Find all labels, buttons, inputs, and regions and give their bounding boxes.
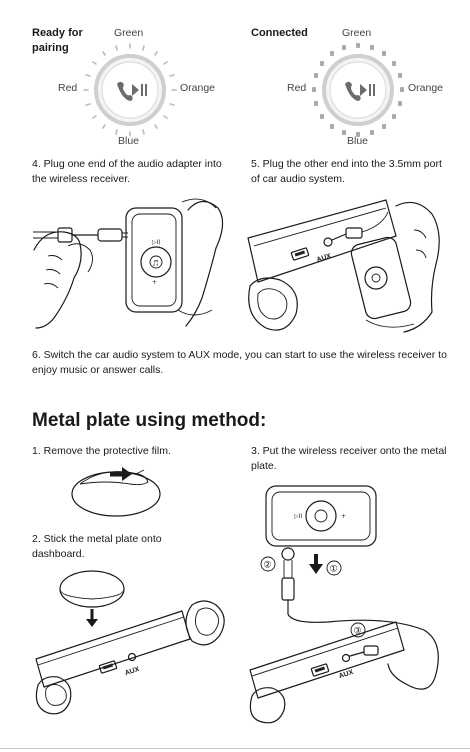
svg-text:▷II: ▷II — [294, 513, 302, 520]
led-label-orange-2: Orange — [408, 82, 443, 94]
receiver-onto-plate-illustration: ▷II + ② ① AUX ③ — [246, 482, 446, 712]
stick-plate-on-dashboard-illustration: AUX — [32, 565, 232, 715]
arrow-down-icon — [309, 554, 323, 574]
step-6-text: 6. Switch the car audio system to AUX mo… — [32, 348, 447, 378]
led-label-green: Green — [114, 27, 143, 39]
led-label-green-2: Green — [342, 27, 371, 39]
step-5-text: 5. Plug the other end into the 3.5mm por… — [251, 157, 446, 187]
metal-step-3-text: 3. Put the wireless receiver onto the me… — [251, 444, 451, 474]
plug-adapter-into-receiver-illustration: 🎵 ▷II + — [28, 190, 228, 340]
remove-protective-film-illustration — [66, 460, 186, 520]
callout-2: ② — [264, 560, 272, 570]
svg-text:▷II: ▷II — [152, 239, 160, 246]
callout-3: ③ — [354, 626, 362, 636]
led-ring-ready-diagram — [80, 40, 180, 140]
page-bottom-rule — [0, 748, 470, 749]
callout-1: ① — [330, 564, 338, 574]
section-title-metal-plate: Metal plate using method: — [32, 410, 266, 432]
arrow-right-icon — [110, 467, 132, 481]
plug-into-car-aux-illustration: AUX — [246, 190, 446, 340]
state-title-connected: Connected — [251, 26, 311, 41]
svg-text:+: + — [341, 513, 346, 520]
aux-label-2: AUX — [124, 666, 141, 677]
arrow-down-icon — [86, 609, 98, 627]
metal-step-1-text: 1. Remove the protective film. — [32, 444, 232, 459]
led-ring-connected-diagram — [308, 40, 408, 140]
led-label-red: Red — [58, 82, 77, 94]
metal-step-2-text: 2. Stick the metal plate onto dashboard. — [32, 532, 212, 562]
svg-text:+: + — [152, 279, 157, 286]
svg-text:🎵: 🎵 — [152, 259, 159, 267]
aux-label: AUX — [316, 253, 333, 264]
led-label-red-2: Red — [287, 82, 306, 94]
step-4-text: 4. Plug one end of the audio adapter int… — [32, 157, 222, 187]
led-label-orange: Orange — [180, 82, 215, 94]
